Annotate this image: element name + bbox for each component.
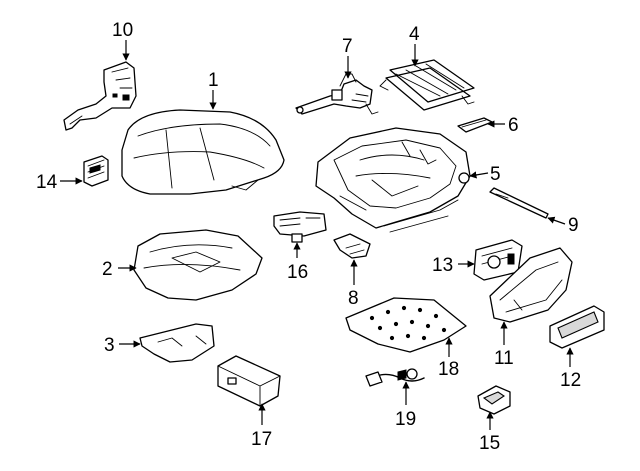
- callout-5: 5: [490, 164, 501, 185]
- callout-2: 2: [102, 259, 113, 280]
- part-17-module-box[interactable]: [217, 355, 281, 407]
- part-18-seat-plate[interactable]: [345, 297, 467, 353]
- part-11-side-shield[interactable]: [489, 247, 573, 323]
- part-15-switch-knob[interactable]: [477, 385, 511, 415]
- callout-6: 6: [508, 115, 519, 136]
- callout-8: 8: [348, 288, 359, 309]
- part-3-insulator[interactable]: [139, 323, 215, 363]
- part-12-trim-bezel[interactable]: [549, 305, 605, 349]
- callout-16: 16: [287, 262, 308, 283]
- part-8-connector[interactable]: [333, 233, 371, 259]
- part-10-backrest-bracket[interactable]: [63, 61, 137, 131]
- callout-9: 9: [568, 215, 579, 236]
- callout-19: 19: [395, 409, 416, 430]
- callout-4: 4: [409, 24, 420, 45]
- part-9-rod[interactable]: [489, 187, 549, 219]
- callout-17: 17: [251, 429, 272, 450]
- callout-15: 15: [479, 433, 500, 454]
- part-2-cushion-pad[interactable]: [133, 229, 263, 301]
- part-16-motor-module[interactable]: [273, 211, 327, 243]
- part-1-cushion-cover[interactable]: [121, 109, 285, 195]
- callout-18: 18: [438, 359, 459, 380]
- callout-3: 3: [104, 335, 115, 356]
- callout-12: 12: [560, 370, 581, 391]
- callout-11: 11: [494, 348, 514, 369]
- part-7-adjuster-mechanism[interactable]: [295, 73, 379, 115]
- callout-1: 1: [208, 70, 219, 91]
- callout-numbers: 10 1 14 7 4 6 5 9 16 8 2 13 11 12 3 17 1…: [36, 20, 581, 454]
- leader-lines: [60, 40, 574, 430]
- part-5-seat-frame[interactable]: [315, 127, 471, 233]
- part-19-wire-harness[interactable]: [365, 368, 425, 387]
- part-6-bracket[interactable]: [457, 117, 493, 133]
- part-4-spring-mat[interactable]: [379, 59, 475, 111]
- callout-14: 14: [36, 172, 58, 193]
- callout-7: 7: [342, 36, 353, 57]
- callout-10: 10: [112, 20, 133, 41]
- part-14-switch-module[interactable]: [83, 155, 109, 187]
- callout-13: 13: [432, 255, 453, 276]
